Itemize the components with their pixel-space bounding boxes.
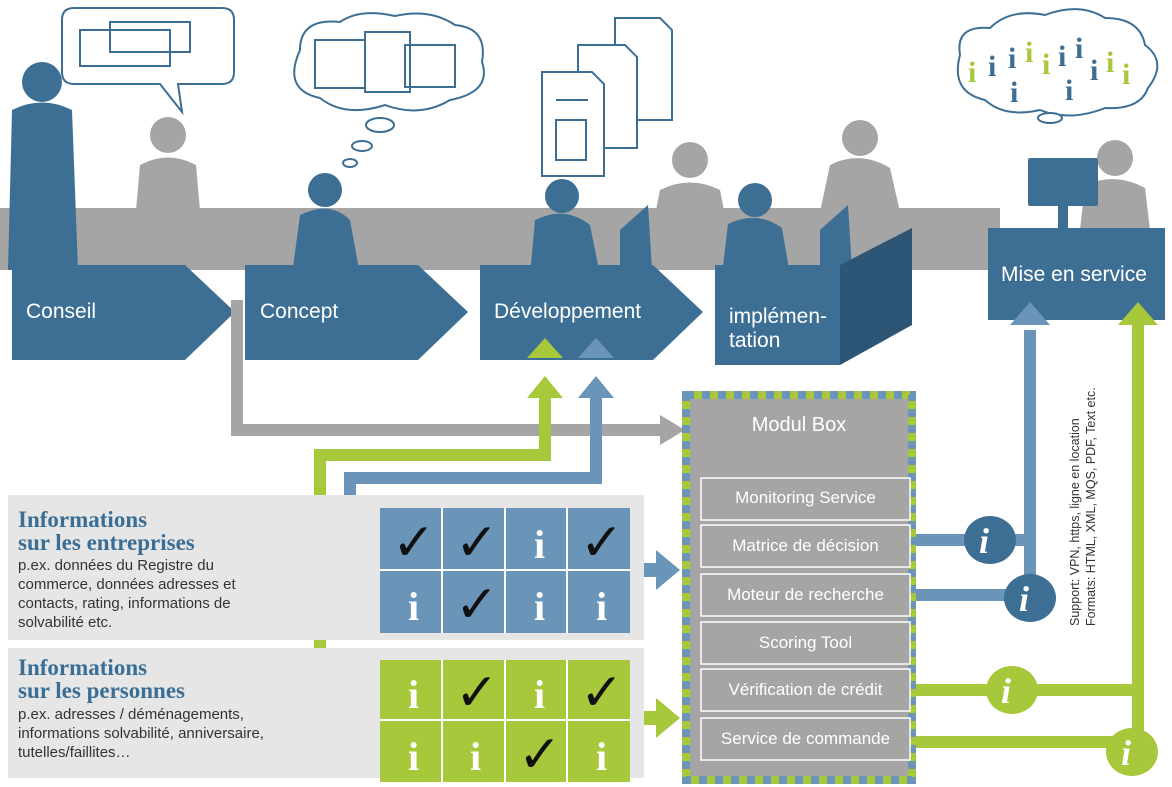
svg-text:i: i	[534, 672, 545, 717]
stage-label-conseil: Conseil	[26, 300, 97, 323]
module-service-de-commande: Service de commande	[720, 729, 891, 748]
svg-text:i: i	[979, 521, 989, 561]
stage-conseil-arrow	[12, 265, 235, 360]
svg-text:i: i	[1090, 54, 1098, 87]
stage-developpement-arrow	[480, 265, 703, 360]
info-disk-icons: i i i i	[964, 516, 1158, 776]
svg-text:i: i	[1122, 58, 1130, 91]
stage-label-implementation: implémen- tation	[729, 305, 828, 352]
person-developer-icon	[530, 179, 600, 275]
company-info-description: p.ex. données du Registre du commerce, d…	[18, 557, 236, 631]
svg-text:✓: ✓	[518, 725, 562, 785]
person-gray-1-icon	[656, 142, 724, 210]
module-matrice-de-decision: Matrice de décision	[732, 536, 879, 555]
person-gray-2-icon	[820, 120, 900, 212]
gray-flow-arrow	[231, 300, 685, 445]
module-slots	[700, 477, 911, 761]
svg-text:i: i	[1042, 48, 1050, 81]
svg-text:i: i	[1001, 671, 1011, 711]
svg-text:i: i	[596, 734, 607, 779]
person-client-icon	[136, 117, 200, 210]
svg-text:i: i	[408, 672, 419, 717]
svg-text:✓: ✓	[455, 663, 499, 723]
svg-text:i: i	[596, 584, 607, 629]
svg-text:i: i	[1025, 36, 1033, 69]
person-implementer-icon	[722, 183, 790, 275]
svg-text:i: i	[1058, 40, 1066, 73]
svg-text:i: i	[1065, 74, 1073, 107]
info-cloud-icon: i i i i i i i i i i i i	[956, 8, 1159, 124]
module-scoring-tool: Scoring Tool	[758, 633, 853, 652]
svg-text:✓: ✓	[580, 663, 624, 723]
svg-text:✓: ✓	[392, 513, 436, 573]
thought-bubble-icon	[293, 12, 485, 168]
stage-label-concept: Concept	[260, 300, 339, 323]
stage-implementation-box	[715, 228, 975, 365]
stage-label-mise-en-service: Mise en service	[1001, 263, 1147, 286]
svg-text:i: i	[1019, 579, 1029, 619]
company-info-title: Informations sur les entreprises	[18, 507, 195, 555]
stage-mise-en-service-box	[988, 228, 1165, 320]
person-info-title: Informations sur les personnes	[18, 655, 185, 703]
company-puzzle-grid: i i i i ✓ ✓ ✓ ✓	[380, 508, 630, 635]
svg-text:✓: ✓	[455, 513, 499, 573]
person-designer-icon	[292, 173, 360, 275]
speech-bubble-icon	[61, 7, 235, 116]
svg-text:i: i	[408, 584, 419, 629]
module-moteur-de-recherche: Moteur de recherche	[727, 585, 884, 604]
stage-label-developpement: Développement	[494, 300, 642, 323]
module-verification-de-credit: Vérification de crédit	[728, 680, 883, 699]
support-formats-note: Support: VPN, https, ligne en location F…	[1068, 387, 1098, 626]
module-monitoring-service: Monitoring Service	[735, 488, 876, 507]
svg-text:i: i	[1121, 733, 1131, 773]
svg-text:i: i	[534, 522, 545, 567]
svg-text:✓: ✓	[580, 513, 624, 573]
svg-text:i: i	[988, 50, 996, 83]
svg-text:i: i	[968, 56, 976, 89]
svg-text:✓: ✓	[455, 575, 499, 635]
person-info-description: p.ex. adresses / déménagements, informat…	[18, 706, 264, 761]
person-puzzle-grid: i i i i i ✓ ✓ ✓	[380, 660, 630, 785]
svg-text:i: i	[470, 734, 481, 779]
svg-text:i: i	[534, 584, 545, 629]
documents-icon	[541, 17, 673, 177]
monitor-icon	[1028, 158, 1098, 228]
svg-text:i: i	[1010, 76, 1018, 109]
svg-text:i: i	[1075, 32, 1083, 65]
stage-concept-arrow	[245, 265, 468, 360]
svg-text:i: i	[408, 734, 419, 779]
svg-text:i: i	[1106, 46, 1114, 79]
svg-text:i: i	[1008, 42, 1016, 75]
person-consultant-icon	[8, 62, 78, 270]
laptop-icon	[620, 205, 852, 270]
modul-box-title: Modul Box	[751, 414, 847, 436]
